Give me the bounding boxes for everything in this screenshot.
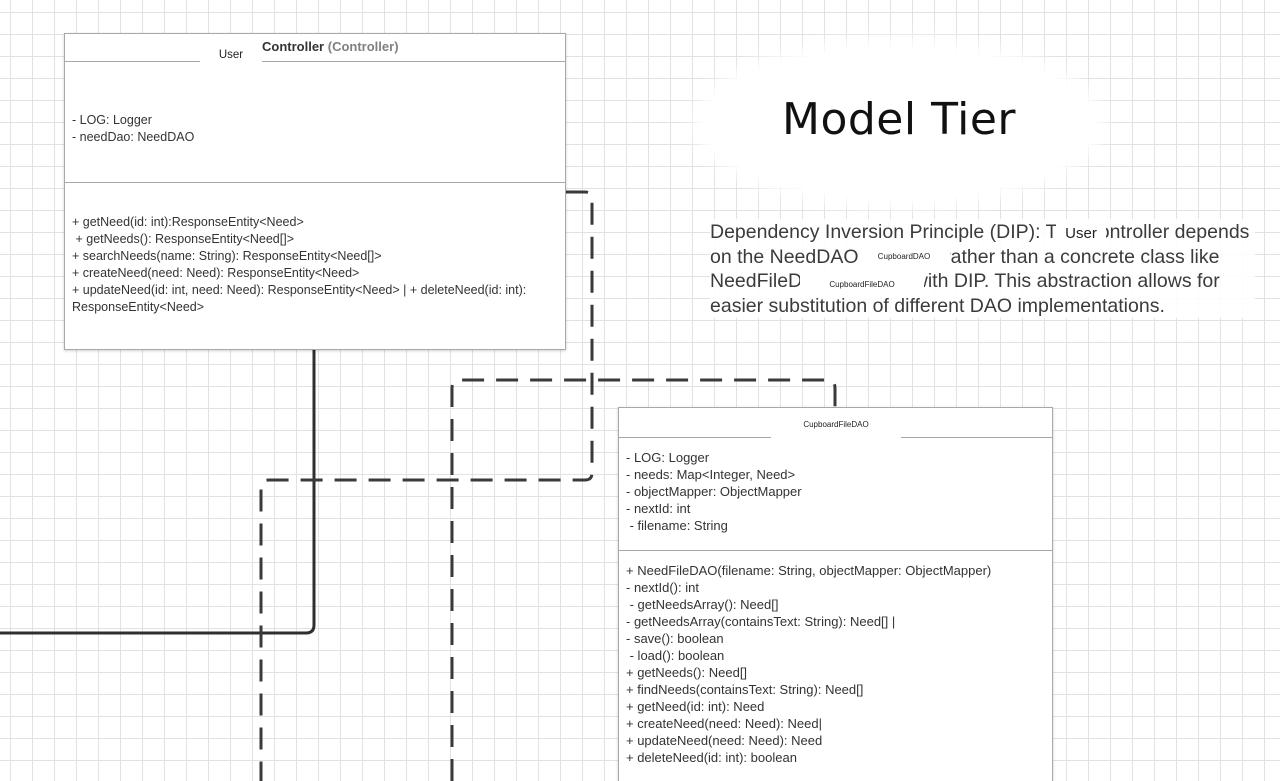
attribute: - filename: String <box>626 518 728 533</box>
attribute: - objectMapper: ObjectMapper <box>626 484 802 499</box>
method: - getNeedsArray(containsText: String): N… <box>626 614 896 629</box>
method: + getNeed(id: int): Need <box>626 699 765 714</box>
method: + getNeed(id: int):ResponseEntity<Need> <box>72 215 304 229</box>
user-tag: User <box>200 40 262 68</box>
method: + deleteNeed(id: int): boolean <box>626 750 797 765</box>
controller-class-box[interactable]: User Controller (Controller) - LOG: Logg… <box>64 33 566 350</box>
method: + searchNeeds(name: String): ResponseEnt… <box>72 249 382 263</box>
cupboard-file-dao-tag: CupboardFileDAO <box>800 271 924 298</box>
class-stereotype: (Controller) <box>327 39 399 54</box>
method: + updateNeed(need: Need): Need <box>626 733 823 748</box>
attribute: - needs: Map<Integer, Need> <box>626 467 796 482</box>
method: + findNeeds(containsText: String): Need[… <box>626 682 864 697</box>
method: + getNeeds(): ResponseEntity<Need[]> <box>72 232 295 246</box>
class-name: Controller <box>262 39 325 54</box>
method: + createNeed(need: Need): ResponseEntity… <box>72 266 360 280</box>
dip-note-text: Dependency Inversion Principle (DIP): Th… <box>710 219 1255 318</box>
attributes-section: - LOG: Logger - needs: Map<Integer, Need… <box>619 438 1052 550</box>
dashed-connector-controller-right <box>259 190 594 781</box>
dashed-connector-to-file-dao <box>450 378 837 781</box>
attributes-section: - LOG: Logger - needDao: NeedDAO <box>65 62 565 182</box>
attribute: - LOG: Logger <box>72 113 152 127</box>
attribute: - LOG: Logger <box>626 450 710 465</box>
method: - save(): boolean <box>626 631 724 646</box>
method: + NeedFileDAO(filename: String, objectMa… <box>626 563 992 578</box>
methods-section: + getNeed(id: int):ResponseEntity<Need> … <box>65 182 565 316</box>
model-tier-background-shape <box>703 48 1095 198</box>
method: + updateNeed(id: int, need: Need): Respo… <box>72 283 527 314</box>
methods-section: + NeedFileDAO(filename: String, objectMa… <box>619 550 1052 766</box>
class-header: CupboardFileDAO <box>619 408 1052 440</box>
model-tier-title: Model Tier <box>781 94 1016 145</box>
attribute: - nextId: int <box>626 501 691 516</box>
method: - getNeedsArray(): Need[] <box>626 597 779 612</box>
class-header: User Controller (Controller) <box>65 34 565 68</box>
attribute: - needDao: NeedDAO <box>72 130 195 144</box>
method: + getNeeds(): Need[] <box>626 665 748 680</box>
method: + createNeed(need: Need): Need| <box>626 716 822 731</box>
file-dao-class-box[interactable]: CupboardFileDAO - LOG: Logger - needs: M… <box>618 407 1053 781</box>
solid-connector-controller <box>0 348 316 635</box>
method: - nextId(): int <box>626 580 699 595</box>
cupboard-dao-tag: CupboardDAO <box>858 244 950 270</box>
method: - load(): boolean <box>626 648 725 663</box>
user-tag-on-note: User <box>1056 220 1106 248</box>
class-name: CupboardFileDAO <box>771 410 901 440</box>
